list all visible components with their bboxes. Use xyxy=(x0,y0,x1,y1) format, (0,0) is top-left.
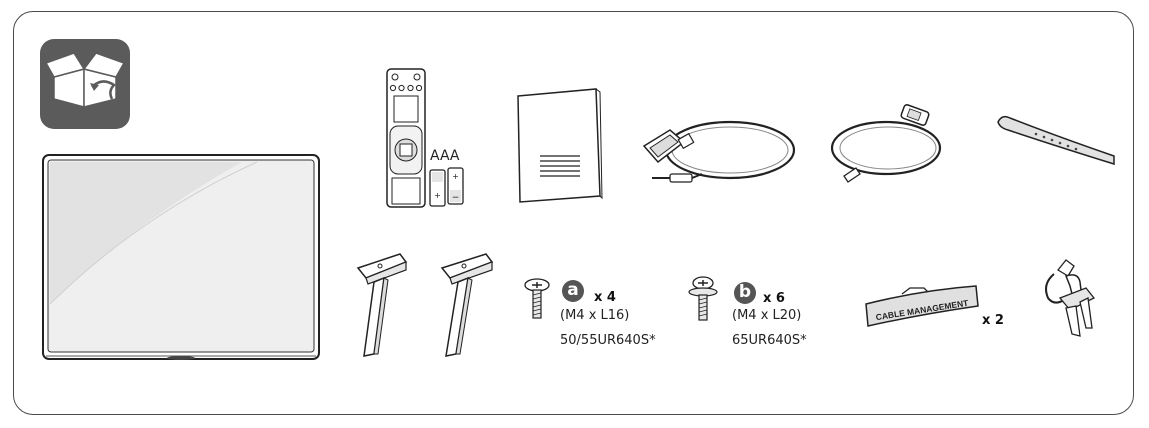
remote-control-icon xyxy=(386,68,426,208)
cable-management-icon: CABLE MANAGEMENT xyxy=(865,285,979,327)
screw-b-badge: b xyxy=(734,282,756,304)
svg-text:+: + xyxy=(452,172,459,181)
screw-b-icon xyxy=(688,276,718,321)
svg-text:+: + xyxy=(434,191,441,200)
owners-manual-icon xyxy=(517,88,603,203)
cable-management-quantity: x 2 xyxy=(982,313,1004,328)
tv-icon xyxy=(42,154,320,360)
box-icon xyxy=(40,39,130,129)
screw-b-size: (M4 x L20) xyxy=(732,308,802,323)
screw-a-quantity: x 4 xyxy=(594,290,616,305)
battery-label: AAA xyxy=(430,148,460,164)
cable-holder-icon xyxy=(1045,259,1096,337)
screw-a-icon xyxy=(524,278,550,319)
power-cord-icon xyxy=(830,104,942,183)
screw-a-size: (M4 x L16) xyxy=(560,308,630,323)
screw-b-quantity: x 6 xyxy=(763,291,785,306)
accessories-frame xyxy=(13,11,1134,415)
stand-guide-icon xyxy=(997,115,1115,166)
screw-a-badge: a xyxy=(562,280,584,302)
screw-b-models: 65UR640S* xyxy=(732,333,807,348)
screw-a-models: 50/55UR640S* xyxy=(560,333,656,348)
rs232c-cable-icon xyxy=(642,120,796,183)
stand-left-icon xyxy=(356,253,408,357)
svg-text:−: − xyxy=(452,193,460,203)
aaa-batteries-icon: + + − xyxy=(429,167,464,207)
stand-right-icon xyxy=(440,253,494,357)
